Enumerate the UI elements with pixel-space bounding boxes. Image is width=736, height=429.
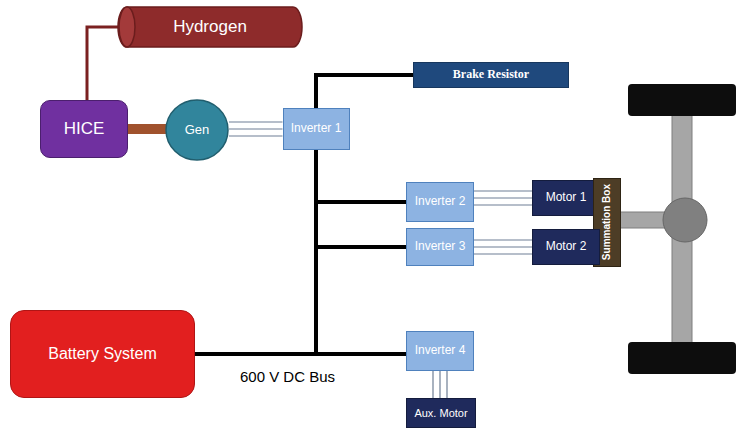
- differential-hub: [663, 198, 707, 242]
- node-label: Gen: [185, 123, 210, 138]
- connector: [195, 150, 316, 354]
- connector: [195, 247, 406, 354]
- wire-stroke: [195, 150, 316, 354]
- inverter-box: Inverter 2: [406, 182, 474, 222]
- connector: [128, 124, 167, 134]
- node-label: Aux. Motor: [414, 407, 467, 419]
- brake-resistor-box: Brake Resistor: [413, 62, 569, 88]
- wire-stroke: [446, 371, 447, 398]
- wire-stroke: [474, 197, 532, 198]
- node-label: Inverter 2: [415, 195, 466, 208]
- node-label: Brake Resistor: [453, 68, 529, 81]
- inverter-box: Inverter 3: [406, 228, 474, 266]
- wire-stroke: [432, 371, 433, 398]
- wheel: [628, 342, 736, 374]
- wire-stroke: [229, 128, 283, 129]
- wire-stroke: [474, 246, 532, 247]
- battery-box: Battery System: [10, 310, 195, 398]
- node-label: Motor 1: [546, 191, 587, 204]
- wire-stroke: [195, 352, 406, 356]
- wire-stroke: [474, 190, 532, 191]
- node-label: Inverter 1: [291, 122, 342, 135]
- inverter-box: Inverter 1: [283, 108, 350, 150]
- node-label: Inverter 4: [415, 344, 466, 357]
- node-label: Summation Box: [601, 184, 612, 260]
- hydrogen-tank: Hydrogen: [118, 6, 302, 48]
- motor-box: Motor 2: [532, 229, 600, 265]
- wire-stroke: [195, 202, 406, 354]
- connector: [433, 371, 447, 398]
- engine-box: HICE: [40, 100, 128, 158]
- node-label: Hydrogen: [173, 17, 247, 36]
- connector: [316, 75, 413, 108]
- connector: [474, 240, 532, 254]
- node-label: HICE: [64, 119, 105, 138]
- wheel: [628, 84, 736, 116]
- drive-shaft: [128, 124, 167, 134]
- connector: [474, 191, 532, 205]
- wire-stroke: [87, 27, 120, 100]
- wire-stroke: [316, 75, 413, 108]
- connector: [87, 27, 120, 100]
- aux-motor-box: Aux. Motor: [406, 398, 476, 428]
- node-label: Motor 2: [546, 240, 587, 253]
- wire-stroke: [474, 253, 532, 254]
- bus-label: 600 V DC Bus: [240, 368, 335, 385]
- wire-stroke: [195, 247, 406, 354]
- wire-stroke: [229, 135, 283, 136]
- connector: [195, 202, 406, 354]
- connector: [195, 354, 406, 355]
- inverter-box: Inverter 4: [406, 331, 474, 371]
- node-label: Battery System: [48, 345, 156, 363]
- motor-box: Motor 1: [532, 180, 600, 216]
- generator-circle: Gen: [165, 99, 229, 161]
- node-label: Inverter 3: [415, 240, 466, 253]
- wire-stroke: [474, 204, 532, 205]
- connector: [229, 122, 283, 136]
- wire-stroke: [474, 239, 532, 240]
- wire-stroke: [229, 121, 283, 122]
- wire-stroke: [439, 371, 440, 398]
